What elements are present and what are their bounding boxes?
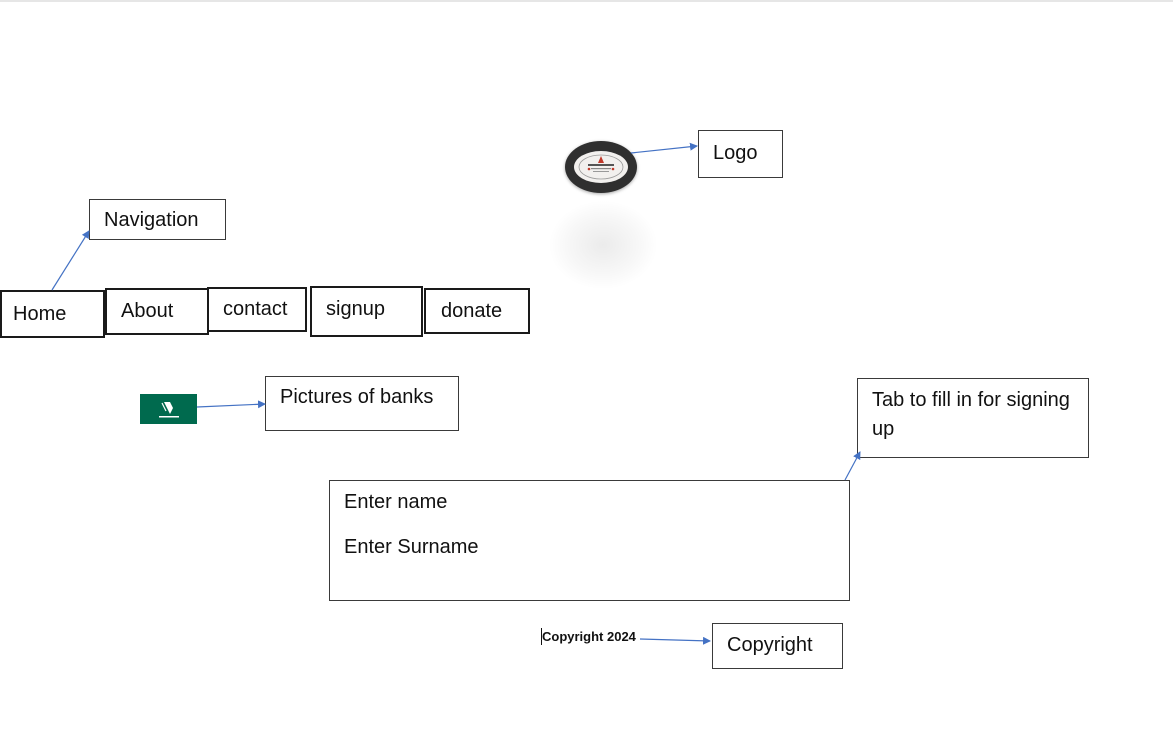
logo-shadow: [548, 200, 658, 290]
bank-emblem-icon: [159, 402, 179, 418]
copyright-arrow: [639, 636, 711, 645]
name-input[interactable]: Enter name: [344, 491, 447, 514]
signup-form: Enter name Enter Surname: [329, 480, 850, 601]
navigation-arrow: [51, 230, 90, 291]
surname-input-label: Enter Surname: [344, 536, 479, 558]
logo-emblem-icon: [578, 154, 624, 180]
nav-donate[interactable]: donate: [424, 288, 530, 334]
logo-emblem: [574, 151, 628, 183]
nav-donate-label: donate: [441, 299, 503, 322]
logo-callout-label: Logo: [713, 142, 758, 164]
top-divider: [0, 0, 1173, 2]
signup-tab-callout: Tab to fill in for signing up: [857, 378, 1089, 458]
logo-arrow: [630, 142, 698, 154]
nav-about-label: About: [121, 300, 174, 322]
navigation-callout-label: Navigation: [104, 209, 199, 231]
signup-tab-callout-label: Tab to fill in for signing up: [872, 389, 1070, 440]
name-input-label: Enter name: [344, 491, 448, 513]
footer-copyright-label: Copyright 2024: [542, 629, 636, 644]
nav-about[interactable]: About: [105, 288, 209, 335]
nav-contact[interactable]: contact: [207, 287, 307, 332]
nav-contact-label: contact: [223, 298, 288, 320]
pictures-of-banks-callout: Pictures of banks: [265, 376, 459, 431]
surname-input[interactable]: Enter Surname: [344, 536, 479, 559]
site-logo[interactable]: [565, 141, 637, 193]
navigation-callout: Navigation: [89, 199, 226, 240]
copyright-callout: Copyright: [712, 623, 843, 669]
nav-signup[interactable]: signup: [310, 286, 423, 337]
logo-callout: Logo: [698, 130, 783, 178]
footer-copyright: Copyright 2024: [541, 628, 636, 645]
nav-home[interactable]: Home: [0, 290, 105, 338]
nav-signup-label: signup: [326, 298, 385, 320]
pictures-of-banks-label: Pictures of banks: [280, 386, 434, 408]
copyright-callout-label: Copyright: [727, 634, 813, 656]
bank-logo-image: [140, 394, 197, 424]
bank-pictures-arrow: [196, 400, 266, 409]
nav-home-label: Home: [13, 302, 67, 325]
